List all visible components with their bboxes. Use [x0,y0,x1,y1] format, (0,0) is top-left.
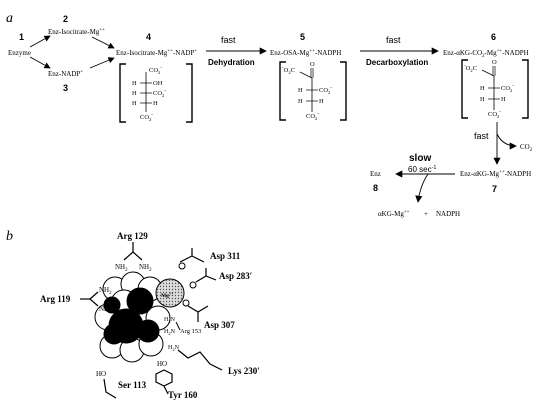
step-fast-2: fast [386,35,401,45]
arrow-1-to-3 [29,56,51,69]
structure-5: -O2C O H CO2- H H CO2- [279,61,347,121]
svg-text:H: H [298,87,303,94]
residue-asp307: Asp 307 [204,320,235,330]
svg-text:H: H [319,98,324,105]
arrow-product-release [415,173,429,203]
compound-number-5: 5 [300,32,305,42]
compound-number-3: 3 [63,83,68,93]
species-ternary: Enz-Isocitrate-Mg++-NADP+ [116,49,197,57]
compound-number-4: 4 [146,32,151,42]
step-dehydration: Dehydration [208,58,255,67]
svg-text:H2N: H2N [164,329,176,336]
residue-arg153: Arg 153 [180,328,201,335]
species-enzyme: Enzyme [8,49,31,57]
species-enz: Enz [370,170,381,178]
species-nadp: Enz-NADP+ [48,70,83,78]
panel-b-label: b [6,229,13,244]
svg-text:OH: OH [153,80,163,87]
species-product: αKG-Mg++ [378,210,410,218]
svg-text:CO2-: CO2- [149,66,162,75]
active-site-model: Mg++ Arg 129 NH2 NH2 Asp 311 Asp 283′ Ar… [40,231,260,400]
species-osa: Enz-OSA-Mg++-NADPH [270,49,341,57]
species-akg: Enz-αKG-Mg++-NADPH [460,170,531,178]
svg-text:O: O [310,61,315,68]
svg-text:NH2: NH2 [139,263,152,273]
svg-text:H: H [480,85,485,92]
svg-text:H: H [298,98,303,105]
residue-arg129: Arg 129 [117,231,148,241]
svg-text:H: H [132,90,137,97]
structure-4: CO2- H OH H CO2- H H CO2- [119,63,193,123]
compound-number-2: 2 [63,14,68,24]
residue-asp311: Asp 311 [210,251,241,261]
structure-6: -O2C O H CO2- H H CO2- [461,59,529,119]
residue-asp283: Asp 283′ [219,271,252,281]
svg-text:H: H [132,100,137,107]
compound-number-7: 7 [492,184,497,194]
svg-text:-O2C: -O2C [464,64,477,73]
svg-text:CO2-: CO2- [501,84,514,93]
step-rate: 60 sec-1 [408,165,436,174]
svg-text:NH2: NH2 [115,263,128,273]
arrow-2-to-4 [91,36,115,49]
svg-text:CO2-: CO2- [140,113,153,122]
step-slow: slow [409,153,431,164]
species-nadph: NADPH [436,210,460,218]
svg-text:H: H [480,96,485,103]
svg-text:CO2-: CO2- [319,86,332,95]
step-fast-1: fast [221,35,236,45]
compound-number-1: 1 [19,32,24,42]
svg-text:CO2-: CO2- [153,89,166,98]
residue-arg119: Arg 119 [40,294,71,304]
compound-number-8: 8 [373,183,378,193]
svg-text:H: H [132,80,137,87]
svg-text:H2N: H2N [164,317,176,324]
residue-ser113: Ser 113 [118,380,147,390]
residue-tyr160: Tyr 160 [168,390,198,400]
species-isocitrate-mg: Enz-Isocitrate-Mg++ [48,28,105,36]
svg-text:H: H [501,96,506,103]
svg-text:CO2-: CO2- [488,110,501,119]
svg-text:CO2-: CO2- [306,112,319,121]
svg-text:H2N: H2N [168,345,180,352]
mg-ion-sphere [155,278,185,308]
svg-text:-O2C: -O2C [282,66,295,75]
svg-text:Mg++: Mg++ [161,291,174,299]
svg-text:HO: HO [96,370,106,378]
svg-text:O: O [492,59,497,66]
residue-lys230: Lys 230′ [228,366,260,376]
arrow-3-to-4 [89,57,115,69]
svg-text:HO: HO [157,360,167,368]
species-akg-co2: Enz-αKG-CO2-Mg++-NADPH [443,49,529,59]
step-decarboxylation: Decarboxylation [366,58,428,67]
arrow-1-to-2 [29,35,51,48]
compound-number-6: 6 [491,32,496,42]
arrow-co2-release [496,133,517,150]
svg-text:NH2: NH2 [99,305,112,315]
svg-text:H: H [153,100,158,107]
species-co2: CO2 [520,143,533,153]
svg-text:NH2: NH2 [99,286,112,296]
species-plus: + [424,210,428,218]
panel-a-label: a [6,11,13,26]
step-fast-3: fast [474,131,489,141]
